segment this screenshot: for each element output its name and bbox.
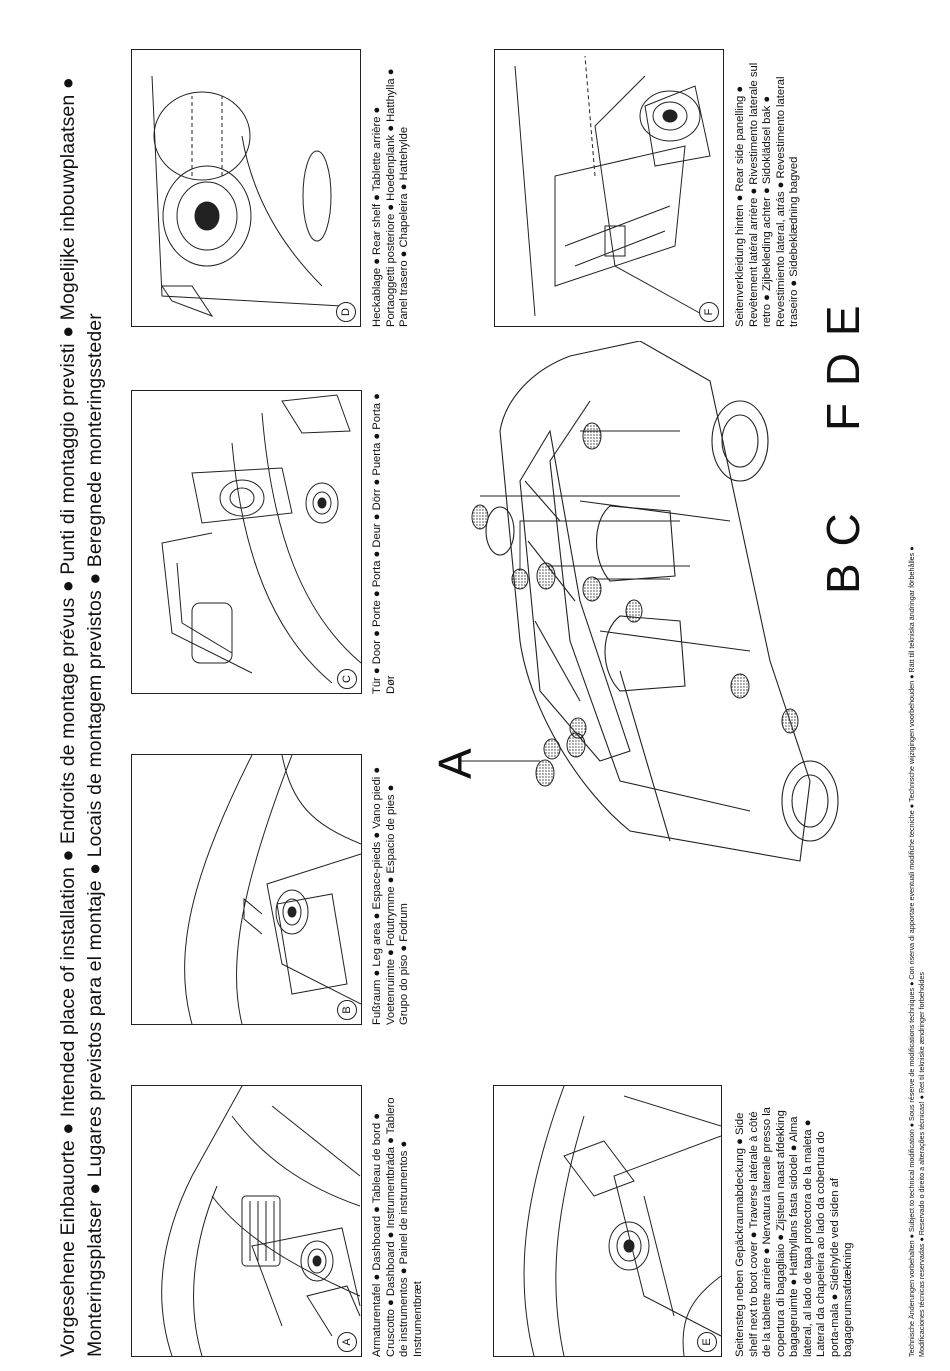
panel-f-caption: Seitenverkleidung hinten ● Rear side pan… xyxy=(734,62,800,327)
speaker-location-markers xyxy=(471,422,799,787)
panel-a-letter: A xyxy=(337,1332,357,1352)
panel-a-caption: Armaturentafel ● Dashboard ● Tableau de … xyxy=(371,1097,424,1357)
panel-c-door-illustration: C xyxy=(131,390,362,694)
callout-b-c: B C xyxy=(817,511,869,594)
side-shelf-illustration xyxy=(523,1086,721,1356)
panel-d-caption: Heckablage ● Rear shelf ● Tablette arriè… xyxy=(371,68,410,327)
callout-f-d-e: F D E xyxy=(817,303,869,431)
dashboard-illustration xyxy=(161,1086,361,1356)
title-line-1: Vorgesehene Einbauorte ● Intended place … xyxy=(57,77,79,1357)
footer-line-2: Modificaciones técnicas reservadas ● Res… xyxy=(917,971,926,1357)
callout-a: A xyxy=(429,746,481,779)
rear-shelf-illustration xyxy=(151,75,343,318)
title-line-2: Monteringsplatser ● Lugares previstos pa… xyxy=(84,313,106,1357)
panel-f-rear-side-panel-illustration: F xyxy=(494,49,724,327)
panel-d-letter: D xyxy=(336,302,356,322)
panel-b-leg-area-illustration: B xyxy=(131,754,362,1025)
panel-f-letter: F xyxy=(699,302,719,322)
footer-line-1: Technische Änderungen vorbehalten ● Subj… xyxy=(907,546,916,1357)
rear-side-panel-illustration xyxy=(514,55,711,317)
panel-c-letter: C xyxy=(337,669,357,689)
leg-area-illustration xyxy=(184,755,361,1024)
car-cutaway-illustration xyxy=(460,341,839,862)
panel-b-letter: B xyxy=(337,1000,357,1020)
panel-e-side-shelf-illustration: E xyxy=(493,1085,722,1357)
panel-e-caption: Seitensteg neben Gepäckraumabdeckung ● S… xyxy=(734,1107,854,1357)
panel-d-rear-shelf-illustration: D xyxy=(131,49,361,327)
door-illustration xyxy=(161,394,361,684)
panel-a-dashboard-illustration: A xyxy=(131,1085,362,1357)
panel-e-letter: E xyxy=(697,1332,717,1352)
